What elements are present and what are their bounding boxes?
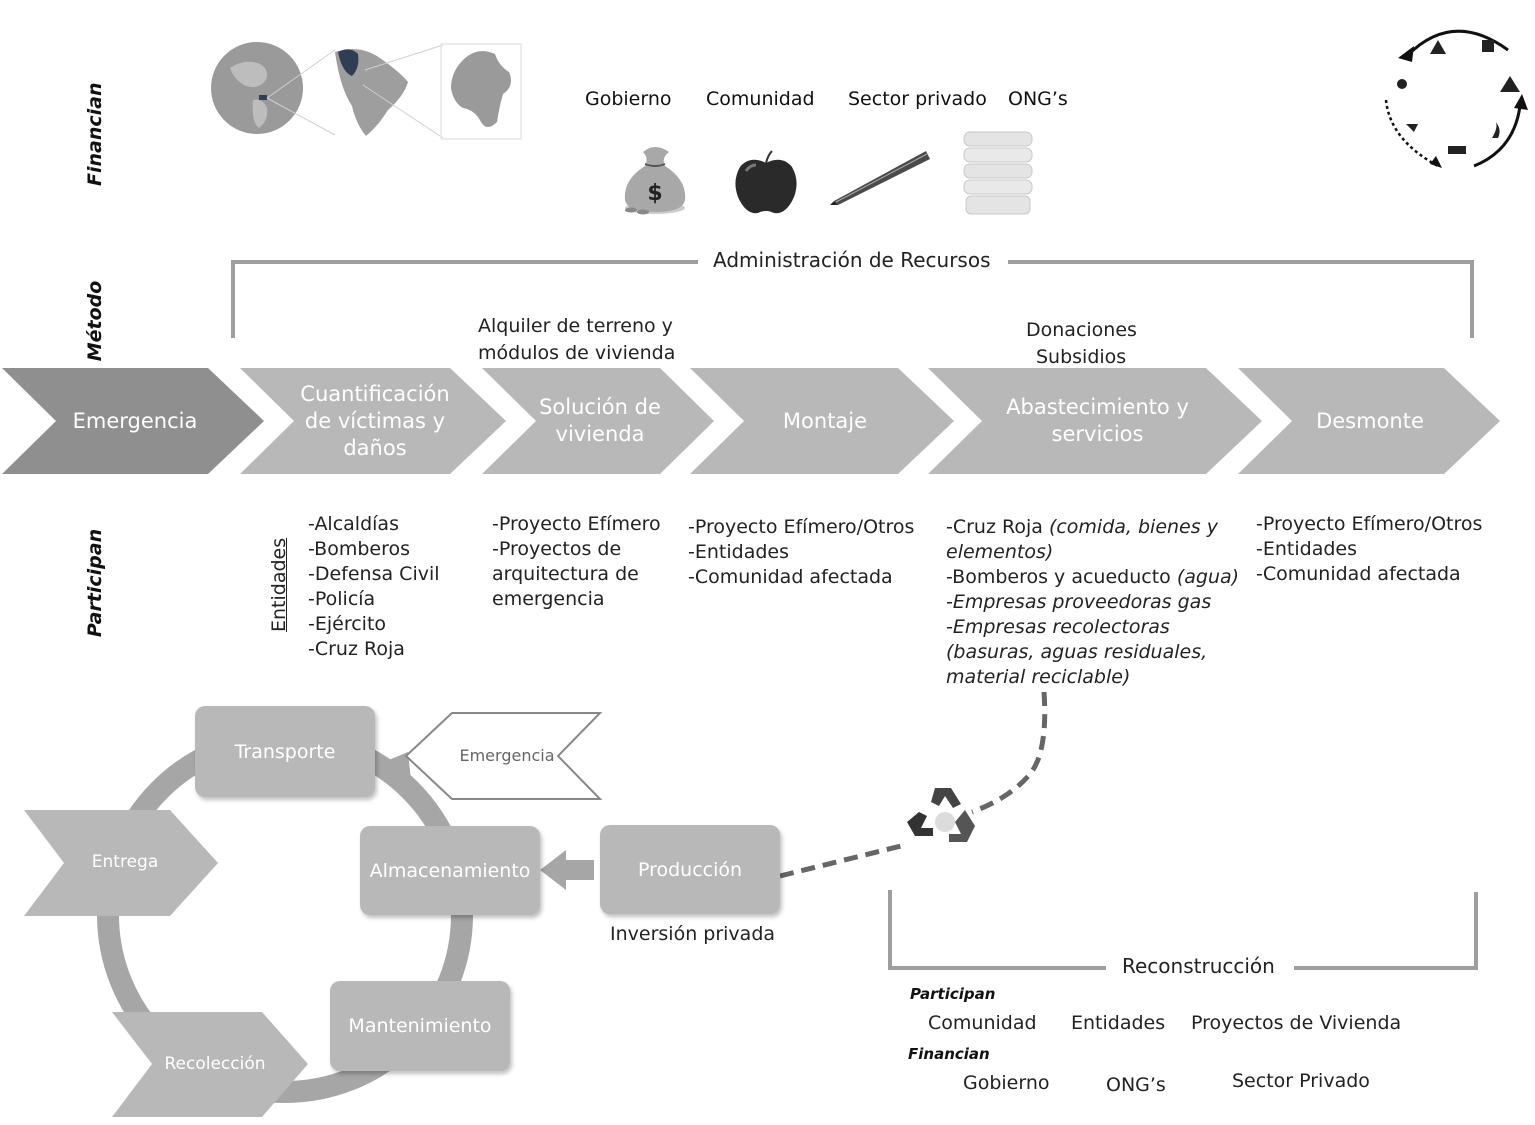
list-item: -Entidades	[1256, 538, 1357, 560]
list-item: -Ejército	[308, 613, 387, 635]
reconstruction-participan-label: Participan	[910, 985, 996, 1003]
almacenamiento-box: Almacenamiento	[360, 826, 540, 915]
donations-note: Donaciones	[1026, 319, 1137, 341]
list-item: -Bomberos y acueducto (agua)	[946, 566, 1240, 588]
list-item: -Cruz Roja	[308, 638, 405, 660]
list-item: -Comunidad afectada	[688, 566, 893, 588]
funder-label-gobierno: Gobierno	[585, 88, 672, 110]
entrega-label: Entrega	[91, 852, 159, 872]
list-item: -Cruz Roja (comida, bienes y	[946, 516, 1218, 538]
production-arrow	[540, 850, 594, 890]
solution-participants-list: -Proyecto Efímero -Proyectos de arquitec…	[492, 512, 661, 612]
list-item: -Proyecto Efímero/Otros	[1256, 513, 1483, 535]
recoleccion-label: Recolección	[164, 1054, 266, 1074]
list-item: -Policía	[308, 588, 376, 610]
list-item: -Proyecto Efímero/Otros	[688, 516, 915, 538]
emergency-flag-outline	[404, 712, 603, 800]
svg-text:$: $	[647, 181, 662, 206]
list-item: -Proyecto Efímero	[492, 513, 661, 535]
desmonte-participants-list: -Proyecto Efímero/Otros -Entidades -Comu…	[1256, 512, 1482, 587]
list-item: -Empresas proveedoras gas	[946, 591, 1212, 613]
money-bag-icon: $	[624, 147, 686, 215]
chevron-recoleccion	[112, 1012, 308, 1117]
pencil-icon	[830, 151, 930, 205]
private-investment-label: Inversión privada	[610, 923, 776, 945]
cycle-emergencia-label: Emergencia	[459, 746, 555, 765]
pillows-icon	[963, 131, 1033, 215]
chevron-solucion	[482, 368, 714, 474]
list-item: -Defensa Civil	[308, 563, 440, 585]
funder-label-sector-privado: Sector privado	[848, 88, 987, 110]
list-item: -Alcaldías	[308, 513, 399, 535]
entities-list: -Alcaldías -Bomberos -Defensa Civil -Pol…	[308, 512, 440, 662]
stage-emergencia-label: Emergencia	[72, 408, 198, 433]
colombia-map-illustration	[211, 42, 522, 140]
list-item: arquitectura de	[492, 563, 639, 585]
supply-participants-list: -Cruz Roja (comida, bienes y elementos) …	[946, 515, 1239, 690]
mantenimiento-box: Mantenimiento	[330, 981, 510, 1071]
chevron-emergencia	[2, 368, 264, 474]
list-item: -Comunidad afectada	[1256, 563, 1461, 585]
recon-funder-sector-privado: Sector Privado	[1232, 1070, 1370, 1092]
reconstruction-title: Reconstrucción	[1122, 954, 1275, 978]
disaster-cycle-icon	[1384, 29, 1528, 168]
recon-funder-gobierno: Gobierno	[963, 1072, 1050, 1094]
reconstruction-financian-label: Financian	[908, 1045, 990, 1063]
apple-icon	[735, 150, 797, 214]
chevron-montaje	[690, 368, 954, 474]
list-item: (basuras, aguas residuales,	[946, 641, 1208, 663]
stage-montaje-label: Montaje	[782, 408, 868, 433]
list-item: material reciclable)	[946, 666, 1131, 688]
list-item: emergencia	[492, 588, 605, 610]
cycle-arrow-head	[384, 752, 412, 790]
recon-participant-comunidad: Comunidad	[928, 1012, 1037, 1034]
chevron-entrega	[24, 810, 218, 916]
list-item: -Empresas recolectoras	[946, 616, 1170, 638]
recon-participant-proyectos: Proyectos de Vivienda	[1191, 1012, 1402, 1034]
recon-participant-entidades: Entidades	[1071, 1012, 1166, 1034]
rent-note-line2: módulos de vivienda	[478, 342, 676, 364]
funder-label-ongs: ONG’s	[1008, 88, 1068, 110]
list-item: -Proyectos de	[492, 538, 622, 560]
stage-desmonte-label: Desmonte	[1316, 408, 1424, 433]
admin-resources-label: Administración de Recursos	[713, 248, 991, 272]
funder-label-comunidad: Comunidad	[706, 88, 815, 110]
rent-note-line1: Alquiler de terreno y	[478, 315, 673, 337]
produccion-box: Producción	[600, 825, 780, 914]
recycle-icon	[907, 788, 975, 842]
list-item: -Bomberos	[308, 538, 411, 560]
chevron-abastecimiento	[928, 368, 1262, 474]
recon-funder-ongs: ONG’s	[1106, 1074, 1166, 1096]
montaje-participants-list: -Proyecto Efímero/Otros -Entidades -Comu…	[688, 515, 914, 590]
recycle-dashed-path	[971, 691, 1048, 815]
list-item: elementos)	[946, 541, 1054, 563]
transporte-box: Transporte	[195, 706, 375, 797]
chevron-cuantificacion	[240, 368, 506, 474]
chevron-desmonte	[1238, 368, 1500, 474]
subsidies-note: Subsidios	[1036, 346, 1127, 368]
list-item: -Entidades	[688, 541, 789, 563]
